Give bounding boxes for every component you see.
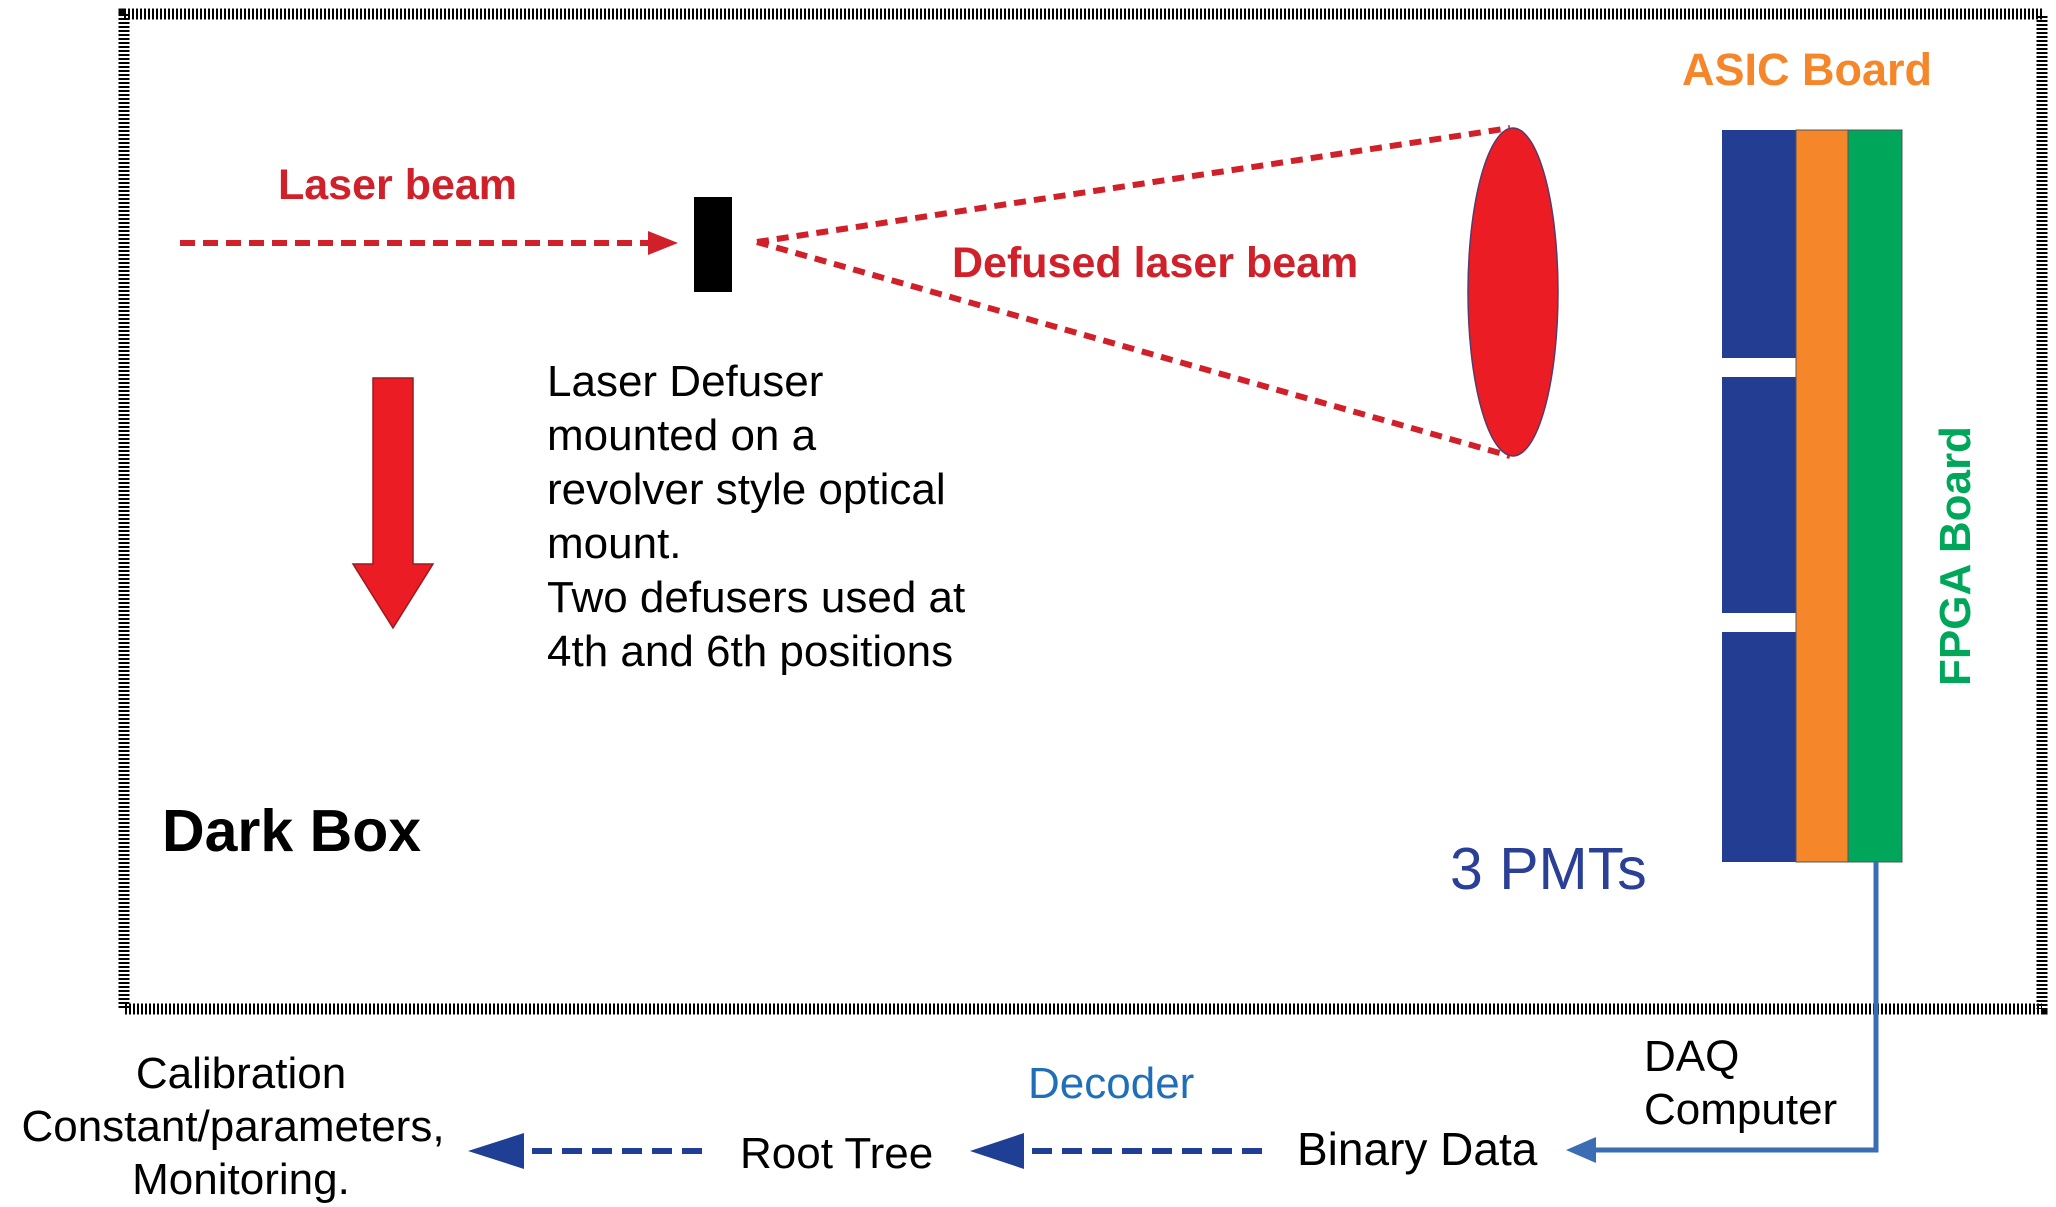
dark-box-border [118,8,2048,1015]
daq-label-line-2: Computer [1644,1085,1837,1134]
asic-board-strip [1795,129,1849,863]
decoder-label: Decoder [1028,1059,1194,1108]
laser-beam-label: Laser beam [278,161,517,209]
defused-laser-beam-label: Defused laser beam [952,239,1358,287]
daq-cable-arrowhead [1566,1137,1596,1163]
defuser-note-line-3: revolver style optical [547,465,946,514]
asic-board-label: ASIC Board [1682,44,1932,95]
pmt-1 [1722,130,1796,358]
dark-box-label: Dark Box [162,798,421,864]
calibration-flow-arrowhead [468,1133,524,1169]
root-tree-label: Root Tree [740,1129,933,1178]
laser-defuser-block [694,197,732,292]
daq-label-line-1: DAQ [1644,1032,1739,1081]
defuser-note-line-2: mounted on a [547,411,817,460]
defuser-note-line-6: 4th and 6th positions [547,627,953,676]
calibration-label-line-2: Constant/parameters, [21,1102,444,1151]
pmt-2 [1722,377,1796,613]
defused-beam-upper-line [756,125,1511,245]
defused-beam-lower-line [756,239,1511,459]
calibration-label-line-1: Calibration [136,1049,346,1098]
defuser-note-line-4: mount. [547,519,682,568]
defuser-note-line-5: Two defusers used at [547,573,965,622]
laser-beam-arrowhead [648,231,678,255]
illumination-ellipse [1467,127,1559,457]
defuser-note-line-1: Laser Defuser [547,357,823,406]
pmt-3 [1722,632,1796,862]
pmts-label: 3 PMTs [1450,836,1647,902]
daq-cable-line [1592,862,1879,1153]
fpga-board-strip [1847,129,1903,863]
decoder-flow-arrowhead [970,1133,1024,1169]
calibration-label-line-3: Monitoring. [132,1155,350,1204]
down-arrow-icon [351,377,435,630]
fpga-board-label: FPGA Board [1931,426,1980,686]
binary-data-label: Binary Data [1297,1123,1538,1175]
